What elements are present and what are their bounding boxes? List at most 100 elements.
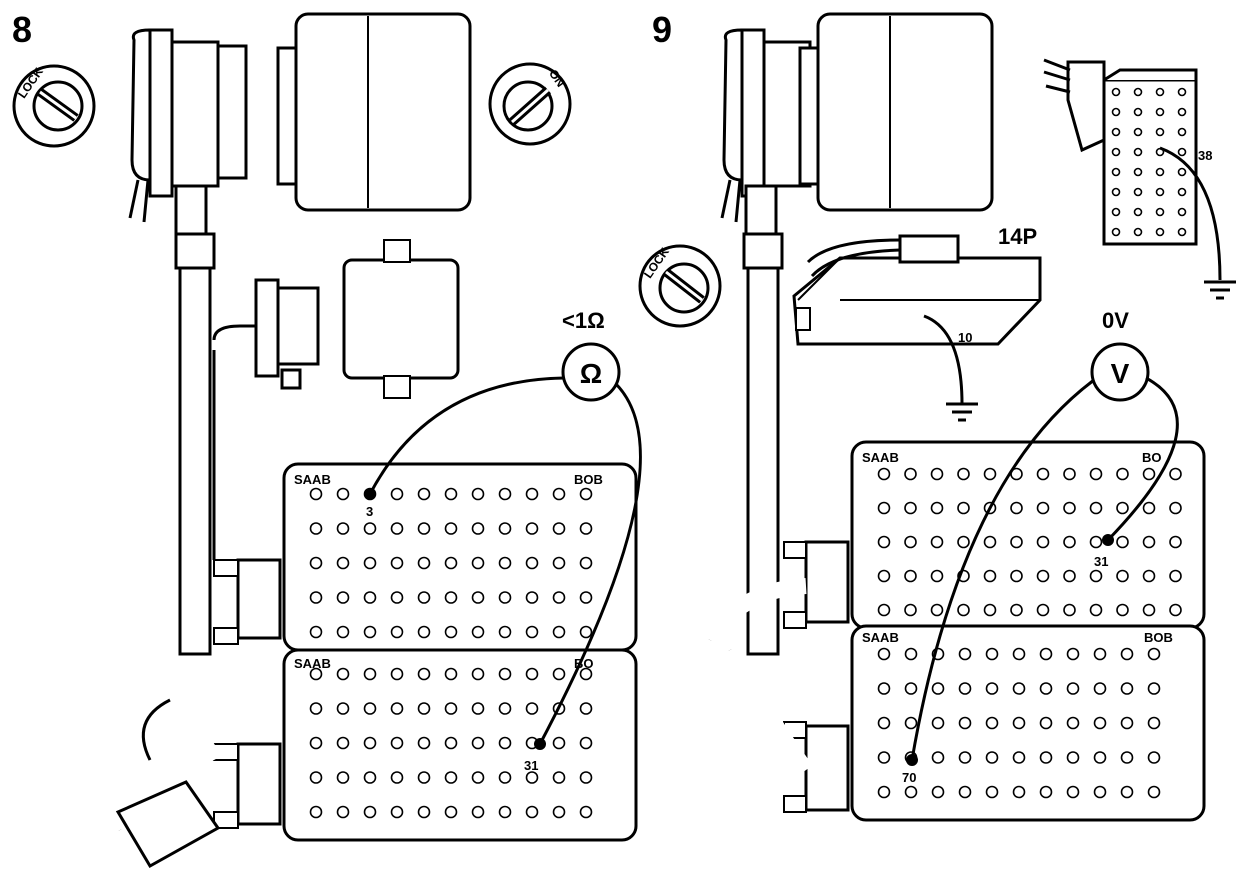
pin-hole [552,805,566,819]
pin-hole [958,647,972,661]
pin-hole [930,501,944,515]
voltmeter-icon [1090,342,1150,402]
pin-hole [1133,107,1143,117]
pin-label: 3 [366,504,373,519]
meter-symbol: Ω [580,358,602,389]
pin-hole [1111,87,1121,97]
pin-hole [579,667,593,681]
pin-hole [983,603,997,617]
meter-reading: <1Ω [562,308,605,333]
pin-hole [1111,127,1121,137]
pin-hole [336,522,350,535]
breakout-box-lower [850,624,1206,822]
pin-hole [930,535,944,549]
pin-hole [1010,501,1023,515]
pin-hole [1155,167,1165,177]
pin-hole [309,556,323,570]
pin-hole [1133,87,1143,97]
pin-hole [1169,569,1182,583]
pin-holes [877,467,1182,617]
pin-hole [983,535,997,549]
pin-hole [1093,785,1107,799]
test-pin-70 [906,754,918,766]
pin-hole [498,487,512,501]
ground-wire [1159,146,1222,281]
ignition-switch-on-icon [488,62,572,146]
pin-hole [1039,647,1053,661]
box-connector [213,558,282,829]
pin-hole [1147,785,1161,799]
pin-hole [957,501,970,515]
pin-hole [1089,501,1103,515]
relay [212,239,460,560]
pin-hole [1133,227,1143,237]
step-number-9: 9 [652,9,672,50]
pin-hole [336,702,350,715]
pin-hole [525,591,539,604]
pin-hole [1177,147,1187,157]
pin-hole [579,805,593,819]
pin-hole [1169,501,1182,515]
connector-38p [1043,58,1198,246]
pin-hole [1111,147,1121,157]
pin-hole [904,467,917,481]
pin-hole [1111,187,1121,197]
connector-14p-label: 14P [998,224,1037,249]
pin-hole [336,771,350,784]
pin-hole [390,487,404,501]
pin-hole [471,487,485,501]
pin-hole [957,603,970,617]
pin-hole [1066,716,1080,730]
pin-hole [444,667,458,681]
pin-hole [498,771,512,784]
box-brand-label: SAAB [862,450,899,465]
pin-hole [579,771,593,784]
pin-hole [309,591,323,604]
pin-hole [471,805,485,819]
pin-holes [1111,87,1187,237]
pin-hole [1147,716,1161,730]
pin-hole [1155,107,1165,117]
panel-9: 9 LOCK [638,9,1236,850]
pin-hole [471,591,485,604]
pin-hole [877,647,891,661]
pin-hole [525,805,539,819]
pin-hole [877,467,891,481]
pin-hole [1036,603,1050,617]
box-brand-label: SAAB [294,656,331,671]
ground-wire [923,314,964,405]
pin-hole [1142,535,1156,549]
pin-hole [336,591,350,604]
meter-symbol: V [1111,358,1130,389]
pin-hole [1155,207,1165,217]
pin-hole [444,805,458,819]
pin-hole [390,591,404,604]
pin-hole [525,702,539,715]
pin-hole [417,805,431,819]
pin-hole [417,702,431,715]
pin-hole [444,736,458,750]
pin-hole [904,716,918,730]
pin-hole [579,736,593,750]
pin-hole [1089,569,1103,583]
meter-reading: 0V [1102,308,1129,333]
pin-hole [1036,467,1050,481]
pin-hole [363,771,377,784]
pin-hole [931,682,945,695]
pin-hole [417,591,431,604]
probe-lead-red [1106,376,1179,542]
pin-hole [444,771,458,784]
box-brand-label: SAAB [862,630,899,645]
pin-hole [1177,127,1187,137]
pin-hole [930,603,944,617]
pin-hole [444,556,458,570]
pin-hole [498,805,512,819]
pin-hole [1036,501,1050,515]
pin-hole [471,625,485,639]
pin-hole [877,785,891,799]
pin-hole [877,603,891,617]
pin-hole [930,569,944,583]
pin-label: 70 [902,770,916,785]
pin-hole [363,805,377,819]
pin-hole [1177,187,1187,197]
